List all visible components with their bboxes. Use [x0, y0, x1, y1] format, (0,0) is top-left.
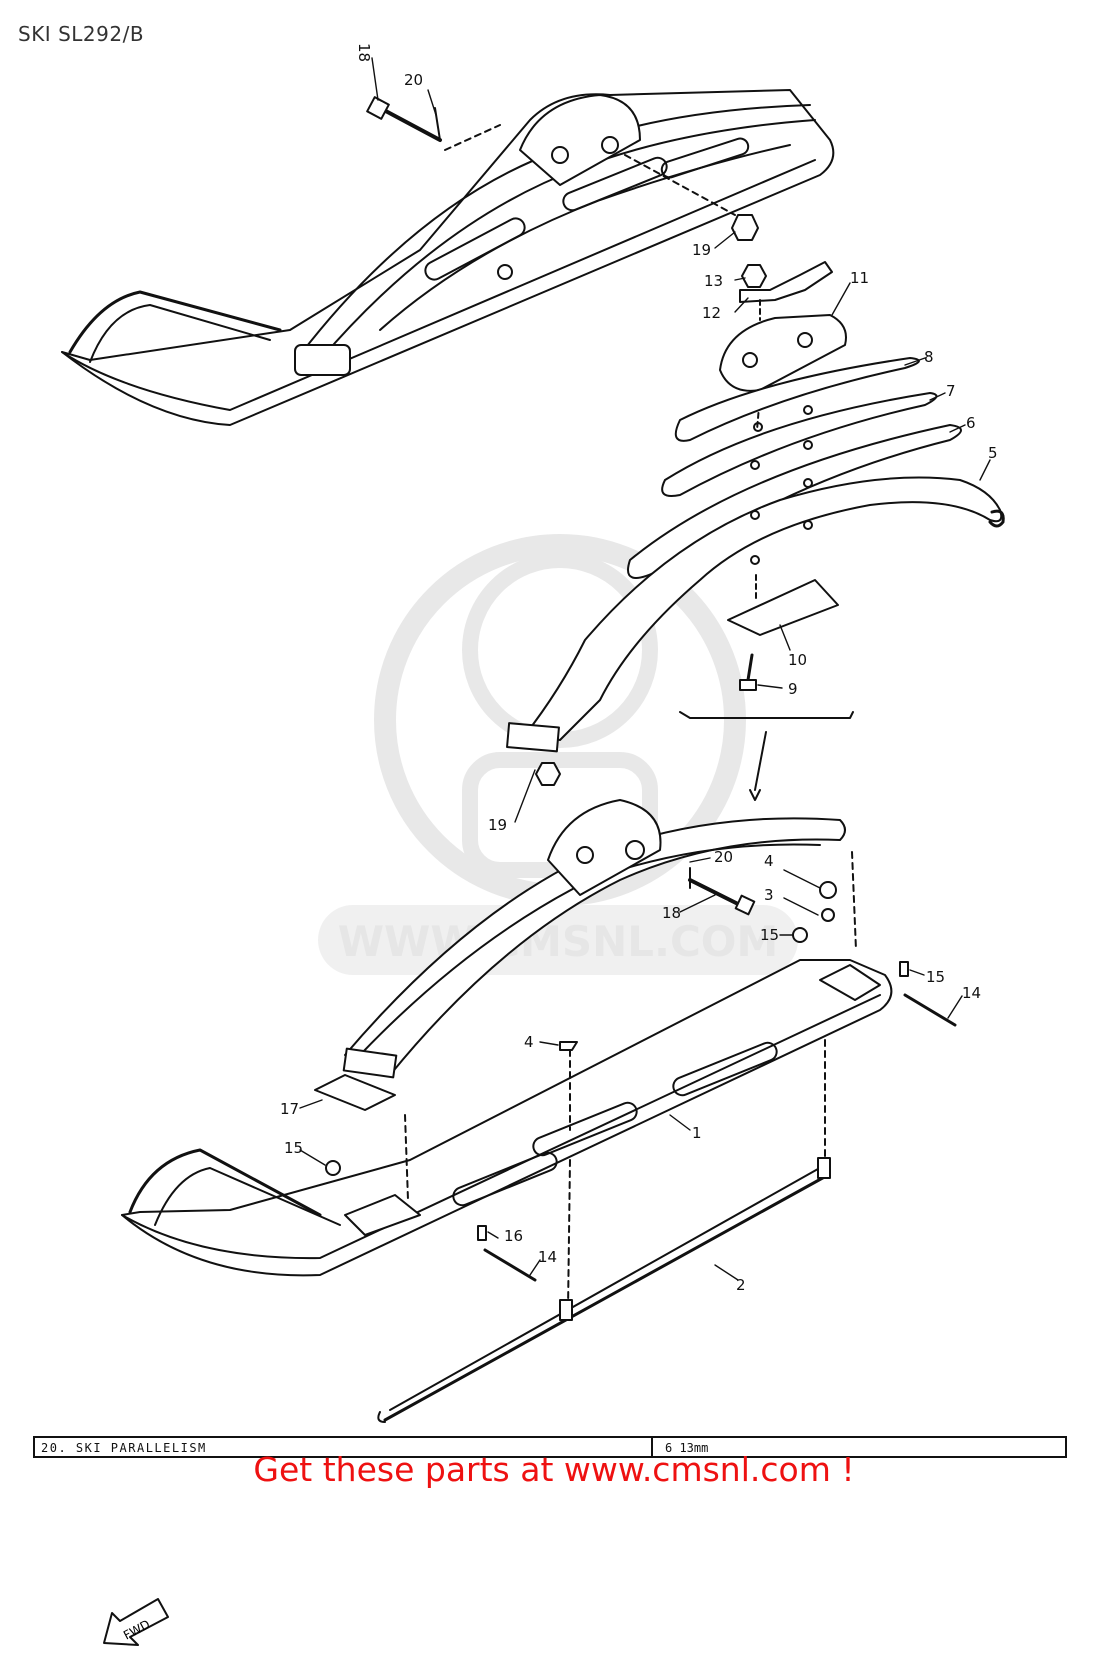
- callout-lower-19: 19: [488, 816, 507, 834]
- top-ski-assembly: [61, 89, 835, 426]
- callout-lower-4a: 4: [764, 852, 774, 870]
- fwd-arrow-icon-visible: FWD: [103, 1598, 169, 1646]
- callout-lower-15b: 15: [926, 968, 945, 986]
- bolt-18-top: [366, 96, 501, 151]
- callout-5: 5: [988, 444, 998, 462]
- watermark-text: WWW.CMSNL.COM: [338, 917, 779, 966]
- callout-8: 8: [924, 348, 934, 366]
- callout-9: 9: [788, 680, 798, 698]
- spec-label: 20. SKI PARALLELISM: [41, 1441, 207, 1455]
- callout-6: 6: [966, 414, 976, 432]
- lower-hardware: [325, 762, 957, 1423]
- callout-lower-1: 1: [692, 1124, 702, 1142]
- callout-lower-20: 20: [714, 848, 733, 866]
- callout-lower-3: 3: [764, 886, 774, 904]
- callout-lower-15a: 15: [760, 926, 779, 944]
- spec-value: 6 13mm: [665, 1441, 709, 1455]
- callout-lower-17: 17: [280, 1100, 299, 1118]
- callout-7: 7: [946, 382, 956, 400]
- bracket-parts-11-13: [719, 261, 847, 431]
- callout-lower-16: 16: [504, 1227, 523, 1245]
- callout-lower-15c: 15: [284, 1139, 303, 1157]
- lower-ski-assembly: [121, 799, 893, 1277]
- callout-labels: 18 20 19 13 12 11 8 7 6 5 10 9 19 20 18 …: [280, 43, 998, 1294]
- callout-lower-4b: 4: [524, 1033, 534, 1051]
- spec-divider: [651, 1438, 653, 1456]
- callout-top-19: 19: [692, 241, 711, 259]
- callout-11: 11: [850, 269, 869, 287]
- callout-13: 13: [704, 272, 723, 290]
- callout-leaders: [299, 57, 991, 1281]
- bracket-10-bolt-9: [679, 574, 854, 801]
- callout-top-20: 20: [404, 71, 423, 89]
- page-title: SKI SL292/B: [18, 22, 145, 46]
- callout-10: 10: [788, 651, 807, 669]
- callout-12: 12: [702, 304, 721, 322]
- callout-lower-14a: 14: [962, 984, 981, 1002]
- leaf-spring-stack: [506, 357, 1005, 753]
- promo-link[interactable]: Get these parts at www.cmsnl.com !: [253, 1450, 855, 1489]
- callout-lower-14b: 14: [538, 1248, 557, 1266]
- spec-table: 20. SKI PARALLELISM 6 13mm: [33, 1436, 1067, 1458]
- nut-19-top: [624, 154, 759, 241]
- callout-top-18: 18: [355, 43, 373, 62]
- callout-lower-2: 2: [736, 1276, 746, 1294]
- exploded-parts-diagram: WWW.CMSNL.COM: [61, 43, 1005, 1423]
- callout-lower-18: 18: [662, 904, 681, 922]
